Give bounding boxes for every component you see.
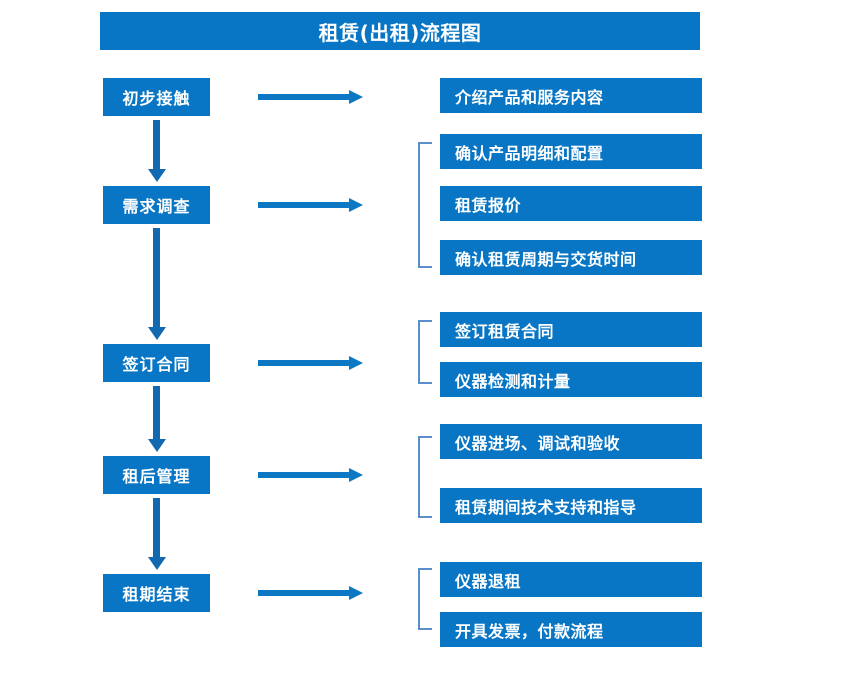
stage-box-1[interactable]: 初步接触	[103, 78, 210, 116]
detail-box-5-1[interactable]: 仪器退租	[440, 562, 702, 597]
arrow-down-icon-2	[148, 228, 166, 340]
detail-box-4-1[interactable]: 仪器进场、调试和验收	[440, 424, 702, 459]
bracket-connector-icon-2	[418, 142, 432, 268]
stage-box-5[interactable]: 租期结束	[103, 574, 210, 612]
stage-box-4[interactable]: 租后管理	[103, 456, 210, 494]
arrow-right-icon-1	[258, 90, 363, 104]
arrow-down-icon-3	[148, 386, 166, 452]
bracket-connector-icon-5	[418, 568, 432, 630]
detail-box-2-2[interactable]: 租赁报价	[440, 186, 702, 221]
detail-box-4-2[interactable]: 租赁期间技术支持和指导	[440, 488, 702, 523]
detail-box-3-2[interactable]: 仪器检测和计量	[440, 362, 702, 397]
bracket-connector-icon-4	[418, 436, 432, 518]
arrow-right-icon-5	[258, 586, 363, 600]
stage-box-2[interactable]: 需求调查	[103, 186, 210, 224]
arrow-down-icon-1	[148, 120, 166, 182]
arrow-right-icon-2	[258, 198, 363, 212]
stage-box-3[interactable]: 签订合同	[103, 344, 210, 382]
arrow-down-icon-4	[148, 498, 166, 570]
arrow-right-icon-4	[258, 468, 363, 482]
detail-box-5-2[interactable]: 开具发票，付款流程	[440, 612, 702, 647]
detail-box-1-1[interactable]: 介绍产品和服务内容	[440, 78, 702, 113]
detail-box-2-3[interactable]: 确认租赁周期与交货时间	[440, 240, 702, 275]
diagram-title: 租赁(出租)流程图	[100, 12, 700, 50]
arrow-right-icon-3	[258, 356, 363, 370]
detail-box-2-1[interactable]: 确认产品明细和配置	[440, 134, 702, 169]
detail-box-3-1[interactable]: 签订租赁合同	[440, 312, 702, 347]
bracket-connector-icon-3	[418, 320, 432, 384]
